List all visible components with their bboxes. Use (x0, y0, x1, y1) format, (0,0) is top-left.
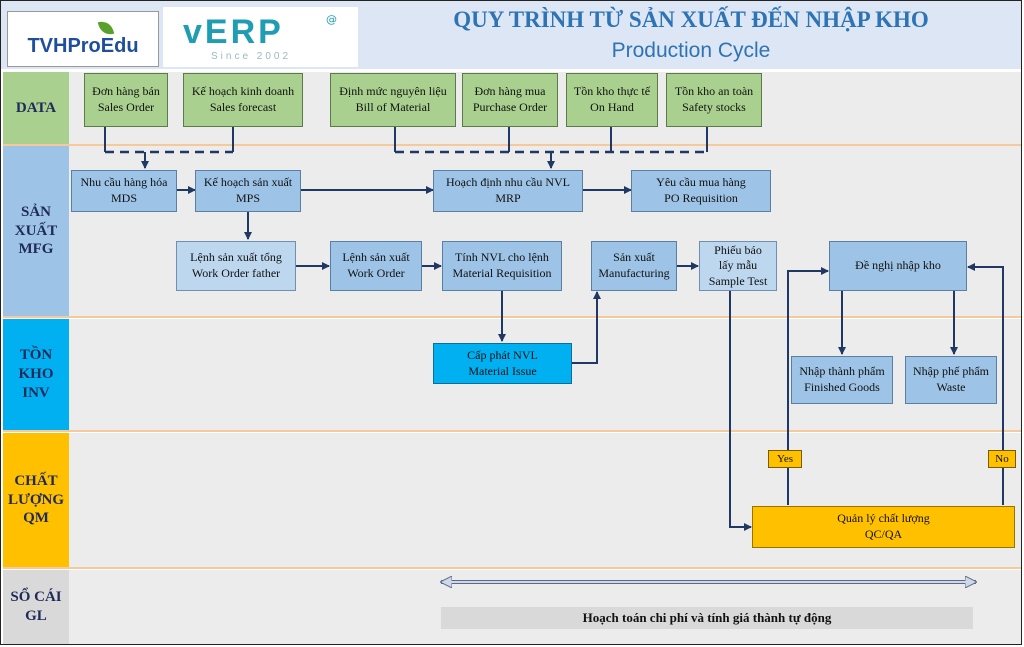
separator (3, 430, 1021, 432)
node-purchase-order: Đơn hàng mua Purchase Order (462, 73, 558, 127)
node-waste: Nhập phế phẩm Waste (905, 356, 997, 404)
logo-tvhproedu: TVHProEdu (7, 11, 159, 67)
node-work-order-father: Lệnh sản xuất tổng Work Order father (176, 241, 296, 291)
node-work-order: Lệnh sản xuất Work Order (330, 241, 422, 291)
node-safety-stocks: Tồn kho an toàn Safety stocks (666, 73, 762, 127)
node-po-requisition: Yêu cầu mua hàng PO Requisition (631, 170, 771, 212)
lane-label-data: DATA (3, 72, 69, 144)
node-manufacturing: Sản xuất Manufacturing (591, 241, 677, 291)
node-sales-forecast: Kế hoạch kinh doanh Sales forecast (183, 73, 303, 127)
separator (3, 567, 1021, 569)
separator (3, 316, 1021, 318)
tag-yes: Yes (768, 450, 802, 468)
node-bill-of-material: Định mức nguyên liệu Bill of Material (330, 73, 456, 127)
node-sales-order: Đơn hàng bán Sales Order (84, 73, 168, 127)
lane-label-qm: CHẤT LƯỢNG QM (3, 433, 69, 567)
lane-label-mfg: SẢN XUẤT MFG (3, 146, 69, 316)
lane-label-inv: TỒN KHO INV (3, 319, 69, 430)
gl-auto-costing-label: Hoạch toán chi phí và tính giá thành tự … (441, 607, 973, 629)
node-sample-test: Phiếu báo lấy mẫu Sample Test (699, 241, 777, 291)
solid-connectors (104, 127, 1004, 531)
registered-icon: @ (326, 13, 337, 26)
diagram-title: QUY TRÌNH TỪ SẢN XUẤT ĐẾN NHẬP KHO (453, 7, 929, 32)
node-finished-goods: Nhập thành phẩm Finished Goods (791, 356, 893, 404)
node-material-requisition: Tính NVL cho lệnh Material Requisition (442, 241, 562, 291)
node-on-hand: Tồn kho thực tế On Hand (566, 73, 658, 127)
node-qc-qa: Quản lý chất lượng QC/QA (752, 506, 1015, 548)
separator (3, 144, 1021, 146)
node-mrp: Hoạch định nhu cầu NVL MRP (433, 170, 583, 212)
node-warehouse-request: Đề nghị nhập kho (829, 241, 967, 291)
logo1-text: TVHProEdu (27, 34, 139, 57)
logo-verp: vERP @ Since 2002 (163, 7, 358, 67)
node-mps: Kế hoạch sản xuất MPS (195, 170, 301, 212)
diagram-subtitle: Production Cycle (611, 39, 771, 62)
node-material-issue: Cấp phát NVL Material Issue (433, 343, 572, 384)
tag-no: No (988, 450, 1016, 468)
lane-label-gl: SỔ CÁI GL (3, 570, 69, 644)
node-mds: Nhu cầu hàng hóa MDS (71, 170, 177, 212)
logo2-text: vERP (183, 13, 284, 51)
logo2-tagline: Since 2002 (211, 51, 292, 62)
